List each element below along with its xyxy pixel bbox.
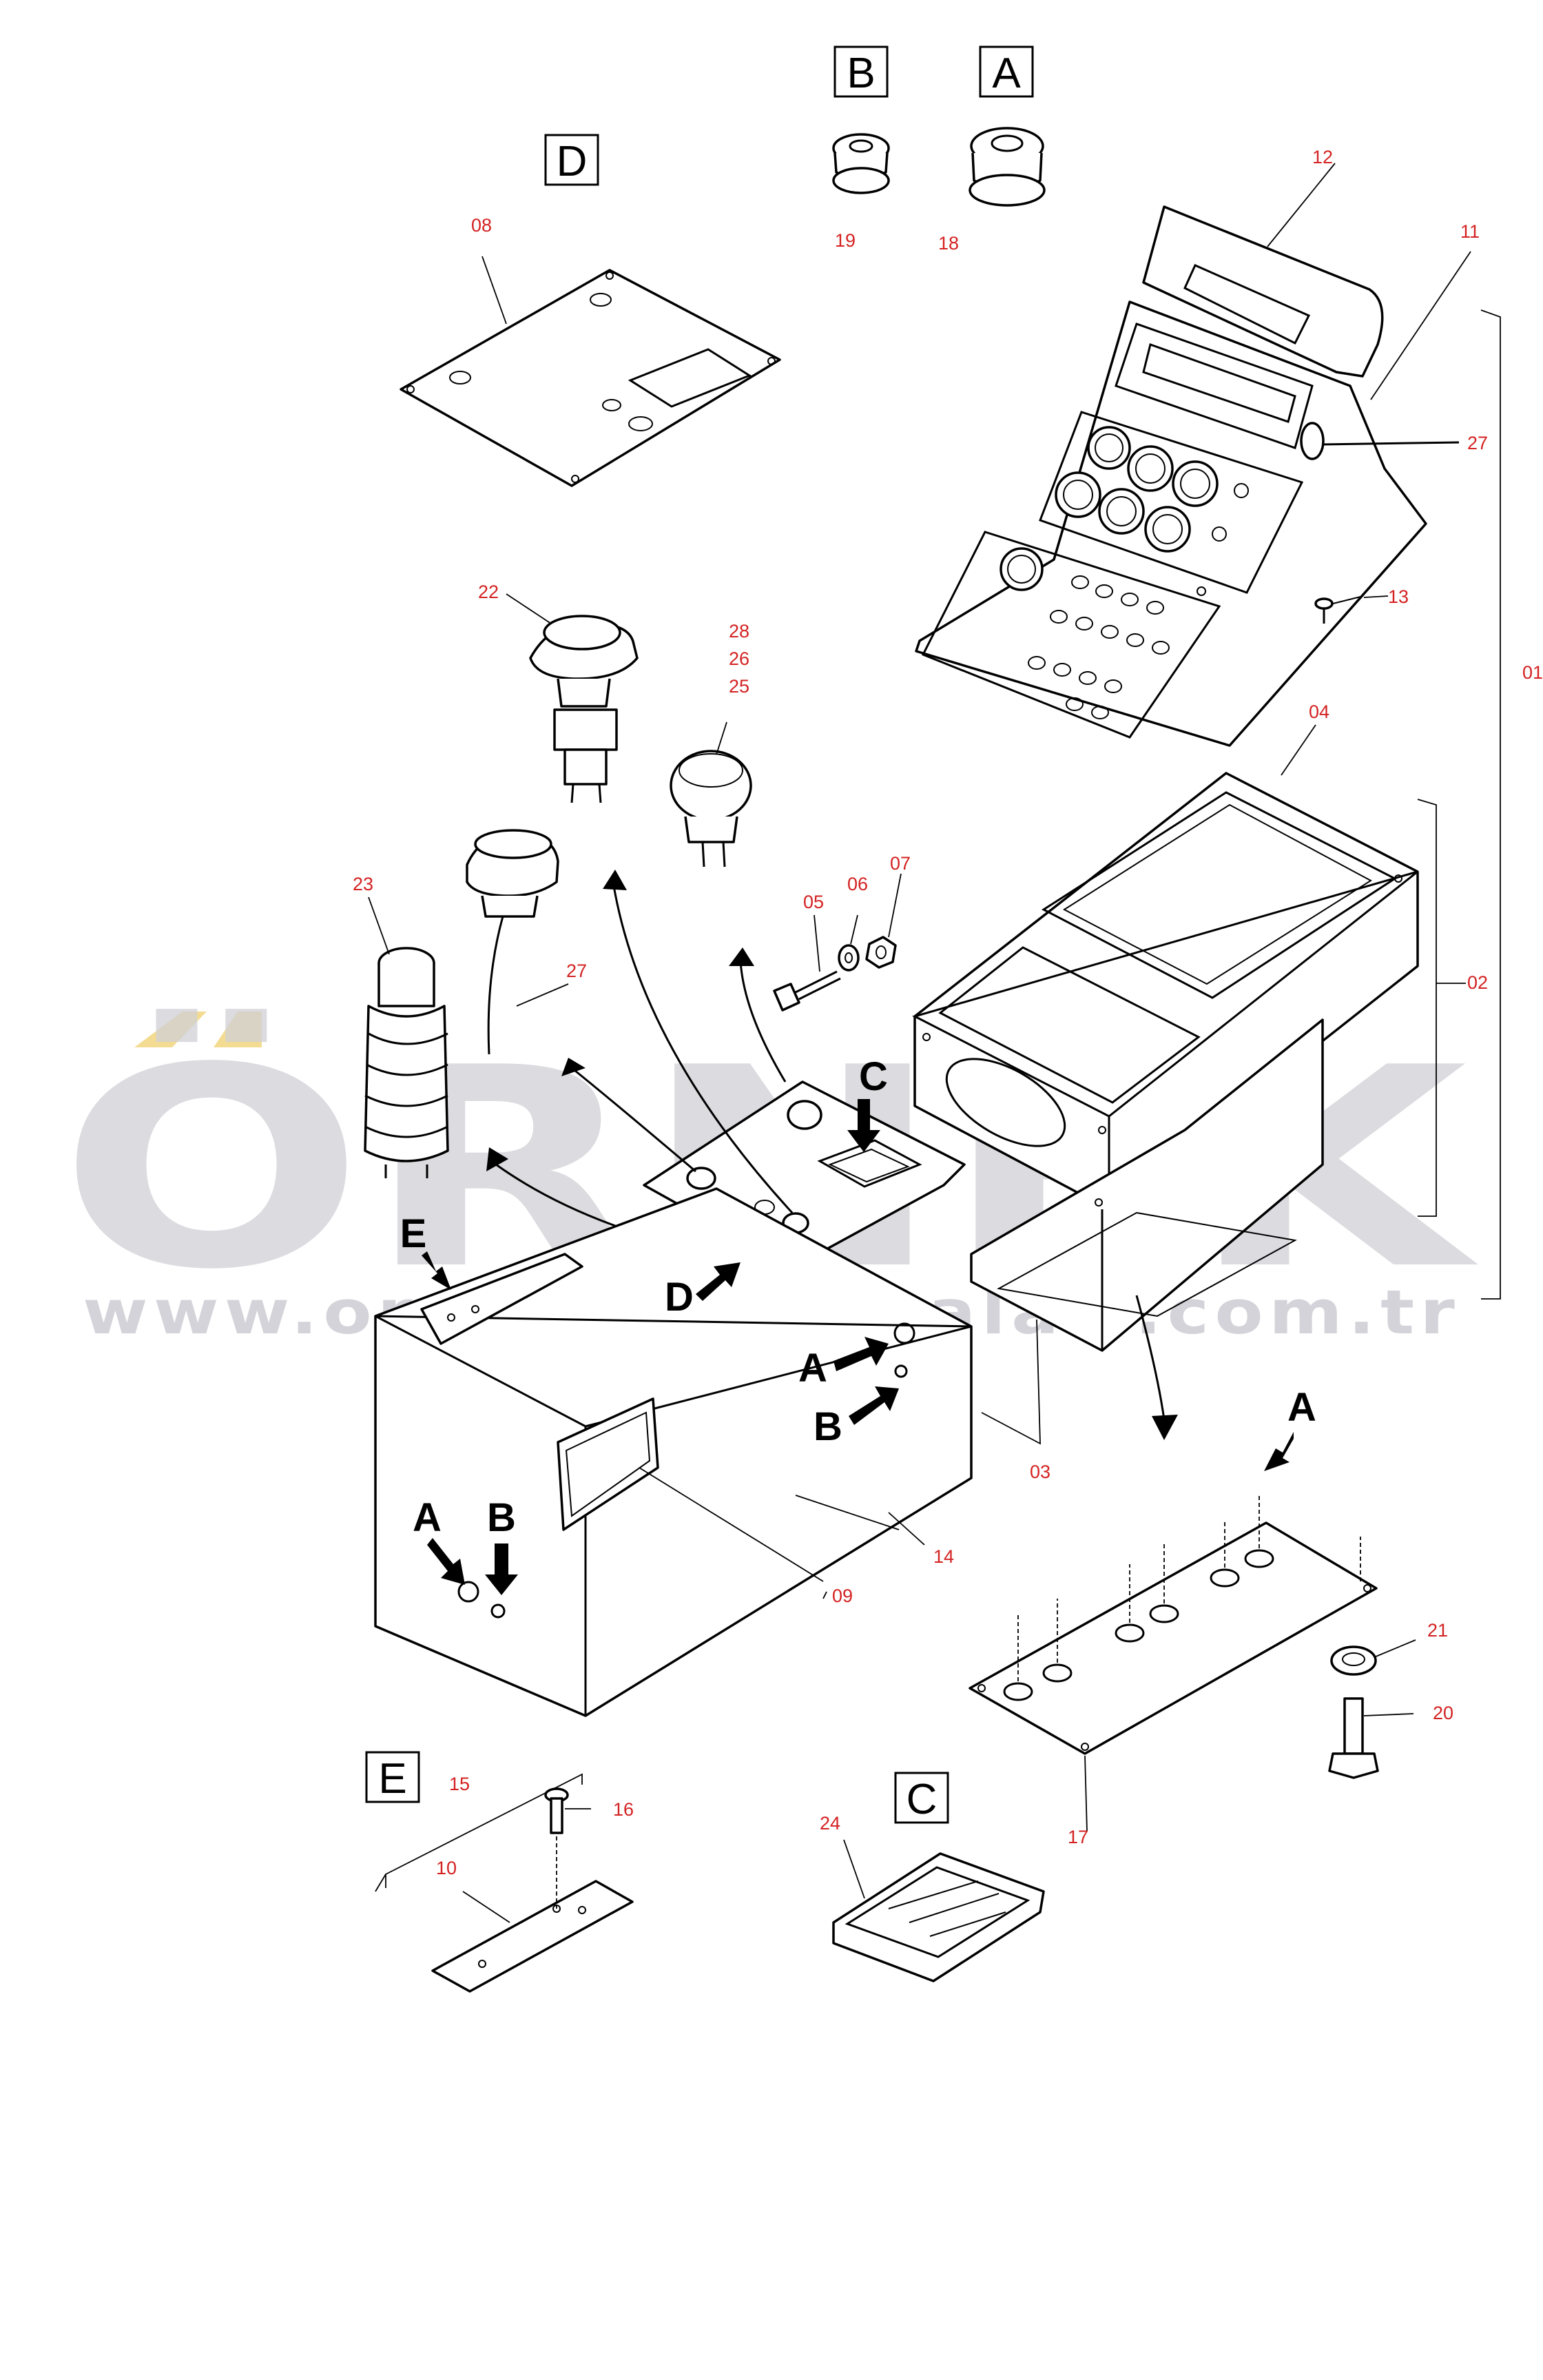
view-box-c: C <box>894 1772 949 1824</box>
detail-arrow-e: E <box>400 1211 451 1290</box>
detail-arrow-a-front: A <box>413 1495 465 1585</box>
callout-08: 08 <box>471 215 492 236</box>
watermark-accent-right <box>214 1012 262 1047</box>
bolt-05 <box>773 970 841 1012</box>
grommet-18 <box>969 127 1046 207</box>
callout-23: 23 <box>353 874 373 894</box>
detail-arrow-a-side: A <box>798 1337 889 1391</box>
socket-27 <box>466 829 559 1055</box>
callout-01: 01 <box>1522 662 1543 683</box>
callout-25: 25 <box>729 676 749 697</box>
svg-text:B: B <box>814 1404 842 1449</box>
plate-10 <box>431 1880 634 1993</box>
washer-21 <box>1330 1645 1377 1676</box>
callout-11: 11 <box>1460 221 1480 242</box>
svg-text:B: B <box>847 50 875 97</box>
callout-03: 03 <box>1030 1461 1050 1482</box>
callout-07: 07 <box>890 853 911 874</box>
view-box-b: B <box>833 45 889 98</box>
cover-plate-08 <box>400 269 781 487</box>
svg-text:C: C <box>859 1054 888 1099</box>
view-box-a: A <box>979 45 1034 98</box>
callout-24: 24 <box>820 1813 840 1834</box>
view-box-d: D <box>544 134 599 186</box>
callout-26: 26 <box>729 648 749 669</box>
svg-text:B: B <box>487 1495 516 1540</box>
switch-buttons <box>1000 547 1170 719</box>
nut-07 <box>865 936 897 969</box>
view-box-e: E <box>365 1751 420 1803</box>
detail-arrow-d: D <box>665 1262 741 1320</box>
callout-16: 16 <box>613 1799 634 1820</box>
callout-15: 15 <box>449 1774 470 1794</box>
svg-text:E: E <box>378 1755 406 1803</box>
bolt-20 <box>1328 1697 1379 1779</box>
callout-numbers: 01 02 03 04 05 06 07 08 09 10 11 12 13 1… <box>353 147 1543 1878</box>
screw-13 <box>1314 596 1361 624</box>
callout-28: 28 <box>729 621 749 642</box>
callout-22: 22 <box>478 582 499 602</box>
watermark-accent-left <box>134 1012 207 1047</box>
tray-24 <box>832 1852 1045 1982</box>
screw-16 <box>544 1787 569 1909</box>
detail-arrow-c: C <box>847 1054 888 1152</box>
detail-arrow-b-side: B <box>814 1386 899 1449</box>
main-box-14 <box>374 1187 973 1717</box>
svg-text:D: D <box>557 138 588 185</box>
callout-13: 13 <box>1388 586 1409 607</box>
switch-23 <box>364 947 449 1178</box>
svg-text:A: A <box>798 1346 827 1391</box>
svg-text:C: C <box>907 1776 938 1823</box>
callout-10: 10 <box>436 1858 457 1878</box>
grommet-19 <box>832 133 890 194</box>
svg-text:A: A <box>413 1495 442 1540</box>
callout-09: 09 <box>832 1586 853 1606</box>
gauge-icon <box>1055 426 1249 553</box>
leader-lines <box>368 163 1501 1923</box>
base-plate-17 <box>969 1495 1378 1755</box>
callout-04: 04 <box>1309 701 1329 722</box>
callout-06: 06 <box>847 874 868 894</box>
detail-arrow-b-front: B <box>485 1495 518 1595</box>
dashboard-panel-11 <box>915 205 1460 747</box>
callout-14: 14 <box>933 1546 954 1567</box>
callout-18: 18 <box>938 233 959 254</box>
bracket-15 <box>385 1773 583 1888</box>
callout-02: 02 <box>1467 972 1488 993</box>
callout-27-lower: 27 <box>566 961 587 981</box>
console-housing-04 <box>911 772 1419 1352</box>
callout-20: 20 <box>1433 1703 1453 1723</box>
callout-17: 17 <box>1068 1827 1088 1847</box>
callout-27-upper: 27 <box>1467 433 1488 453</box>
callout-05: 05 <box>803 892 824 912</box>
svg-text:A: A <box>1287 1385 1316 1430</box>
washer-06 <box>838 944 860 972</box>
component-22 <box>529 615 639 803</box>
svg-text:A: A <box>992 50 1021 97</box>
switch-25 <box>670 750 752 868</box>
detail-arrow-a-plate: A <box>1264 1385 1316 1471</box>
callout-19: 19 <box>835 230 856 251</box>
callout-12: 12 <box>1312 147 1333 167</box>
svg-text:E: E <box>400 1211 427 1256</box>
callout-21: 21 <box>1427 1620 1448 1641</box>
svg-text:D: D <box>665 1275 694 1320</box>
